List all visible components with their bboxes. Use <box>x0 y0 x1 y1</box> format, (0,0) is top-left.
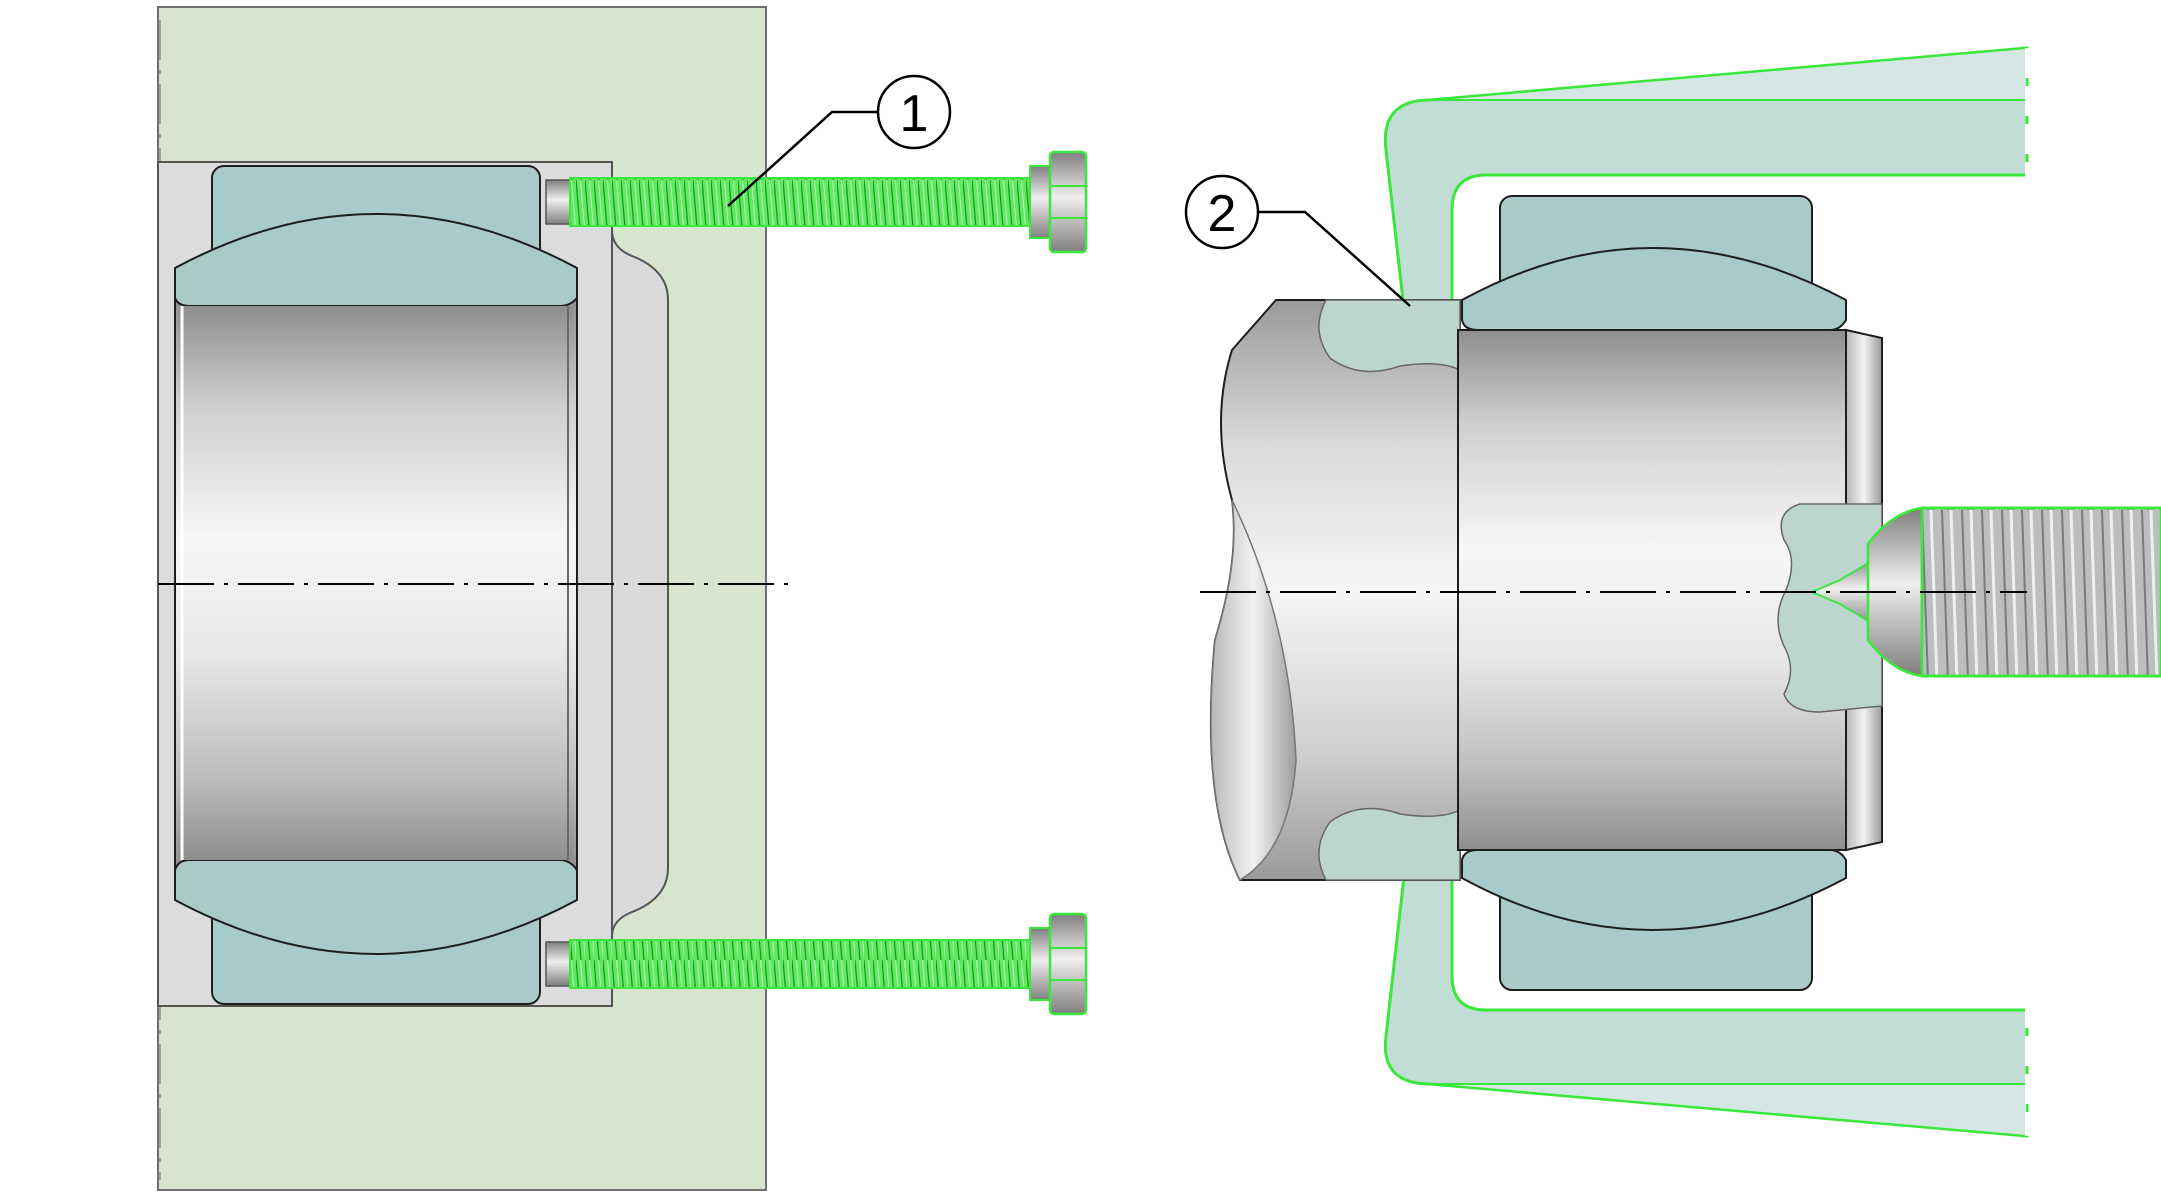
inner-ring-bore <box>1457 329 1847 851</box>
callout-2-circle <box>1184 174 1260 250</box>
callout-1-leader <box>727 110 878 207</box>
inner-ring-sphere-top <box>174 213 578 307</box>
threaded-bolt-icon <box>545 912 1088 1016</box>
shaft-center-recess <box>1777 503 1883 713</box>
inner-ring-sphere-top <box>1461 247 1847 331</box>
shaft-recess-top <box>1318 299 1461 373</box>
inner-ring-sphere-bottom <box>1461 849 1847 931</box>
callout-1-circle <box>876 74 952 150</box>
threaded-bolt-icon <box>545 150 1088 254</box>
shaft-recess-bottom <box>1318 807 1461 881</box>
left-assembly: 1 <box>157 6 1088 1191</box>
callout-2-label: 2 <box>1208 185 1237 243</box>
right-assembly: 2 <box>1184 46 2161 1138</box>
callout-2-leader <box>1258 210 1411 307</box>
inner-ring-sphere-bottom <box>174 859 578 955</box>
callout-1-label: 1 <box>900 85 929 143</box>
shaft-break-face <box>1210 499 1297 882</box>
puller-jaw-top-face <box>1429 46 2028 101</box>
puller-jaw-bottom-face <box>1429 1083 2028 1138</box>
